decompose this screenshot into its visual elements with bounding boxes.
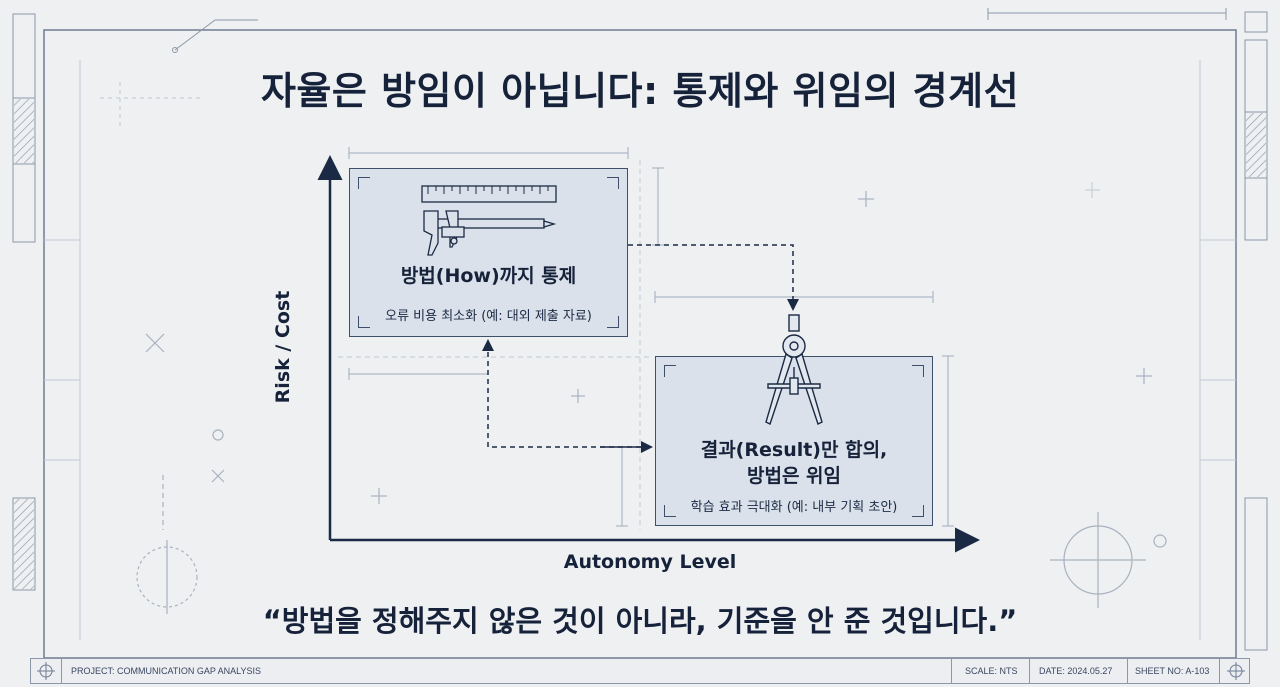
x-axis-label: Autonomy Level bbox=[563, 551, 737, 573]
closing-quote: “방법을 정해주지 않은 것이 아니라, 기준을 안 준 것입니다.” bbox=[262, 604, 1018, 638]
footer-sheet-number: SHEET NO: A-103 bbox=[1135, 666, 1210, 676]
crosshair-icon bbox=[1227, 662, 1245, 680]
guide-lines bbox=[338, 160, 650, 530]
footer-project: PROJECT: COMMUNICATION GAP ANALYSIS bbox=[71, 666, 262, 676]
footer-scale: SCALE: NTS bbox=[965, 666, 1018, 676]
page-title: 자율은 방임이 아닙니다: 통제와 위임의 경계선 bbox=[260, 69, 1020, 113]
y-axis-label: Risk / Cost bbox=[272, 290, 294, 404]
delegate-box-title: 결과(Result)만 합의, 방법은 위임 bbox=[656, 437, 932, 489]
delegate-box-title-line2: 방법은 위임 bbox=[746, 465, 841, 487]
footer-date: DATE: 2024.05.27 bbox=[1039, 666, 1113, 676]
connector-control-to-delegate bbox=[628, 244, 799, 311]
crosshair-icon bbox=[37, 662, 55, 680]
control-method-box: 방법(How)까지 통제 오류 비용 최소화 (예: 대외 제출 자료) bbox=[349, 168, 628, 337]
delegate-box-title-line1: 결과(Result)만 합의, bbox=[700, 439, 888, 461]
dimension-lines bbox=[348, 147, 954, 527]
delegate-box-subtitle: 학습 효과 극대화 (예: 내부 기획 초안) bbox=[690, 500, 898, 515]
control-box-title: 방법(How)까지 통제 bbox=[400, 265, 577, 287]
footer-title-block: PROJECT: COMMUNICATION GAP ANALYSIS SCAL… bbox=[30, 658, 1250, 684]
x-axis-label-wrap: Autonomy Level bbox=[0, 551, 1280, 573]
compass-icon bbox=[765, 314, 823, 425]
control-box-subtitle: 오류 비용 최소화 (예: 대외 제출 자료) bbox=[385, 309, 592, 324]
connector-delegate-to-control bbox=[482, 339, 650, 448]
ruler-caliper-icon bbox=[421, 185, 557, 256]
